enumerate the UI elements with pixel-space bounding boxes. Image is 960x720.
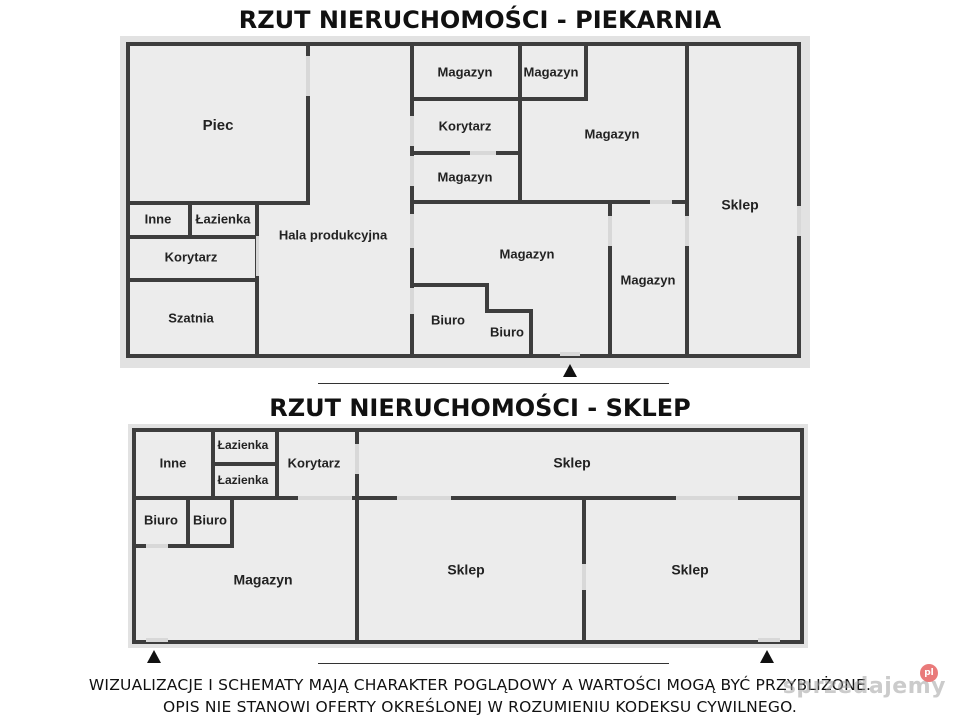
room-hala-produkcyjna: Hala produkcyjna — [279, 227, 388, 242]
room-biuro-2: Biuro — [193, 512, 227, 527]
floor-plan-sklep: Inne Łazienka Łazienka Korytarz Sklep Bi… — [128, 424, 808, 648]
divider-rule — [318, 663, 669, 664]
room-magazyn-1: Magazyn — [438, 64, 493, 79]
disclaimer-line-2: OPIS NIE STANOWI OFERTY OKREŚLONEJ W ROZ… — [163, 698, 797, 716]
plan-title-piekarnia: RZUT NIERUCHOMOŚCI - PIEKARNIA — [238, 6, 722, 34]
room-magazyn: Magazyn — [233, 572, 292, 588]
room-magazyn-right: Magazyn — [621, 272, 676, 287]
room-magazyn-3: Magazyn — [438, 169, 493, 184]
room-szatnia: Szatnia — [168, 310, 214, 325]
room-sklep-top: Sklep — [553, 455, 590, 471]
floor-plan-piekarnia: Piec Inne Łazienka Korytarz Szatnia Hala… — [120, 36, 810, 368]
room-korytarz-mid: Korytarz — [439, 118, 492, 133]
divider-rule — [318, 383, 669, 384]
room-korytarz-left: Korytarz — [165, 249, 218, 264]
room-inne: Inne — [160, 455, 187, 470]
room-inne: Inne — [145, 211, 172, 226]
room-lazienka-2: Łazienka — [218, 473, 269, 487]
room-biuro-2: Biuro — [490, 324, 524, 339]
room-magazyn-2: Magazyn — [524, 64, 579, 79]
room-lazienka: Łazienka — [196, 211, 252, 226]
room-piec: Piec — [203, 117, 234, 134]
room-biuro-1: Biuro — [431, 312, 465, 327]
room-magazyn-big: Magazyn — [585, 126, 640, 141]
entrance-arrow-icon — [147, 650, 161, 663]
room-magazyn-center: Magazyn — [500, 246, 555, 261]
watermark-logo: sprzedajemy — [782, 674, 946, 699]
walls — [126, 42, 801, 358]
room-korytarz: Korytarz — [288, 455, 341, 470]
room-sklep-mid: Sklep — [447, 562, 484, 578]
door-openings — [146, 444, 780, 642]
room-lazienka-1: Łazienka — [218, 438, 269, 452]
room-sklep-right: Sklep — [671, 562, 708, 578]
room-sklep: Sklep — [721, 197, 758, 213]
plan-floor — [134, 430, 802, 642]
plan-title-sklep: RZUT NIERUCHOMOŚCI - SKLEP — [269, 394, 691, 422]
entrance-arrow-icon — [563, 364, 577, 377]
room-biuro-1: Biuro — [144, 512, 178, 527]
entrance-arrow-icon — [760, 650, 774, 663]
watermark-badge-icon: pl — [920, 664, 938, 682]
disclaimer-line-1: WIZUALIZACJE I SCHEMATY MAJĄ CHARAKTER P… — [88, 676, 872, 694]
door-openings — [256, 56, 801, 356]
